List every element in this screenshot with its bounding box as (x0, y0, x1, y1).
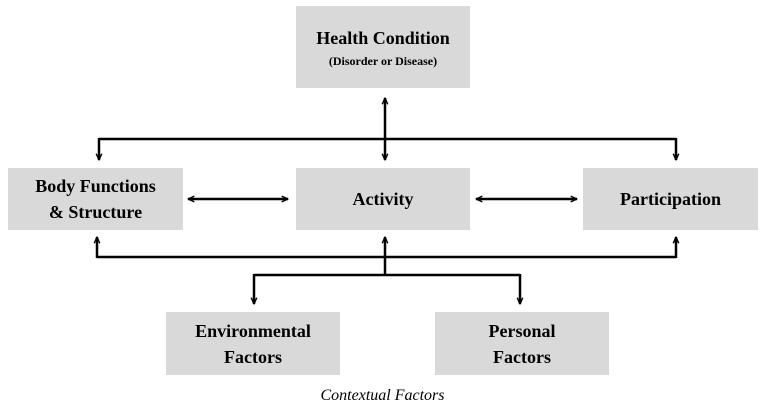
participation-box: Participation (583, 168, 758, 230)
body-functions-box: Body Functions & Structure (8, 168, 183, 230)
personal-factors-line1: Personal (488, 320, 556, 341)
environmental-factors-line2: Factors (224, 346, 282, 367)
health-condition-box: Health Condition (Disorder or Disease) (296, 6, 470, 88)
health-condition-subtitle: (Disorder or Disease) (328, 54, 438, 68)
activity-title: Activity (352, 189, 414, 209)
health-condition-title: Health Condition (316, 28, 450, 48)
environmental-factors-box: Environmental Factors (166, 312, 340, 375)
environmental-factors-line1: Environmental (195, 320, 311, 341)
body-functions-line2: & Structure (48, 202, 143, 222)
body-functions-line1: Body Functions (35, 176, 156, 196)
personal-factors-line2: Factors (493, 346, 551, 367)
participation-title: Participation (620, 189, 721, 209)
activity-box: Activity (296, 168, 470, 230)
contextual-factors-caption: Contextual Factors (320, 387, 445, 404)
personal-factors-box: Personal Factors (435, 312, 609, 375)
